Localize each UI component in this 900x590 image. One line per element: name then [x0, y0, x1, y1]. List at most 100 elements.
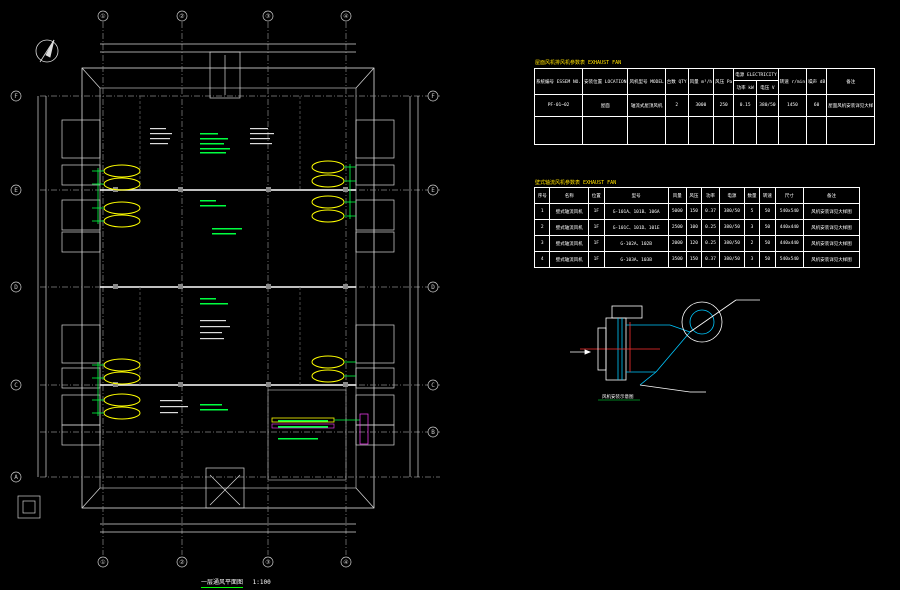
table2-cell: 540x540 — [774, 251, 804, 268]
table2-cell: 4 — [533, 251, 551, 268]
grid-row-f: F — [14, 93, 18, 100]
grid-col-2: ② — [179, 13, 184, 20]
table2-cell: 5000 — [667, 203, 687, 220]
table2-cell: 2 — [743, 235, 761, 252]
grid-row-f-right: F — [431, 93, 435, 100]
table2-header-cell: 风量 — [667, 187, 687, 204]
table2-cell: 3 — [743, 219, 761, 236]
fan-install-detail — [570, 299, 760, 401]
table1-cell: 轴流式屋顶风机 — [627, 94, 666, 117]
grid-row-a: A — [14, 474, 18, 481]
table2-cell: 3 — [533, 235, 551, 252]
table2-cell: G-101A、101B、106A — [603, 203, 669, 220]
table1-header-cell: 转速 r/min — [777, 68, 808, 95]
grid-row-d: D — [14, 284, 18, 291]
table2-cell: 2000 — [667, 235, 687, 252]
grid-col-2-bottom: ② — [179, 559, 184, 566]
exhaust-fan-table2-title: 壁式轴流风机参数表 EXHAUST FAN — [535, 180, 617, 186]
table2-header-cell: 电源 — [718, 187, 745, 204]
table2-header-cell: 风压 — [685, 187, 703, 204]
table2-cell: 1F — [588, 251, 605, 268]
table2-header-cell: 转速 — [759, 187, 776, 204]
table1-header-cell: 安装位置 LOCATION — [582, 68, 629, 95]
room-notes-white — [150, 128, 274, 414]
table1-header-group: 电源 ELECTRICITY — [733, 68, 779, 81]
table2-cell: 50 — [759, 251, 776, 268]
floor-plan — [37, 22, 440, 555]
table1-cell: 0.15 — [733, 94, 758, 117]
table2-header-cell: 数量 — [743, 187, 761, 204]
table2-cell: 风机安装详见大样图 — [802, 219, 861, 236]
table2-cell: 0.25 — [701, 219, 720, 236]
grid-col-4: ④ — [343, 13, 348, 20]
supply-duct — [271, 413, 369, 445]
grid-col-1: ① — [100, 13, 105, 20]
table2-header-cell: 备注 — [802, 187, 861, 204]
table2-cell: 1F — [588, 219, 605, 236]
legend-symbol-icon — [17, 495, 41, 519]
table2-header-cell: 尺寸 — [774, 187, 804, 204]
grid-row-c-right: C — [431, 382, 435, 389]
north-arrow-icon — [35, 39, 59, 63]
table1-cell: PF-01~02 — [533, 94, 584, 117]
table2-cell: 风机安装详见大样图 — [802, 251, 861, 268]
grid-col-3: ③ — [265, 13, 270, 20]
plan-title: 一层通风平面图 1:100 — [201, 577, 271, 588]
table2-cell: 0.37 — [701, 251, 720, 268]
grid-row-d-right: D — [431, 284, 435, 291]
table1-cell: 屋面 — [582, 94, 629, 117]
table1-cell: 1450 — [777, 94, 808, 117]
table2-cell: G-101C、101D、101E — [603, 219, 669, 236]
table1-header-cell: 台数 QTY — [664, 68, 689, 95]
fan-leaders — [92, 164, 356, 416]
table2-cell: 风机安装详见大样图 — [802, 235, 861, 252]
table2-cell: 120 — [685, 235, 703, 252]
table2-cell: 5 — [743, 203, 761, 220]
table1-cell: 250 — [713, 94, 735, 117]
table1-cell: 380/50 — [756, 94, 779, 117]
table2-cell: 0.37 — [701, 203, 720, 220]
table2-cell: 风机安装详见大样图 — [802, 203, 861, 220]
grid-row-e: E — [14, 187, 18, 194]
table2-cell: 380/50 — [718, 203, 745, 220]
plan-title-text: 一层通风平面图 — [201, 579, 244, 588]
table2-cell: 1F — [588, 235, 605, 252]
table2-cell: 3 — [743, 251, 761, 268]
grid-col-3-bottom: ③ — [265, 559, 270, 566]
table2-cell: 2500 — [667, 219, 687, 236]
table2-cell: G-102A、102B — [603, 235, 669, 252]
grid-bubbles — [10, 10, 439, 568]
table2-cell: 0.25 — [701, 235, 720, 252]
table1-cell: 屋面风机安装详见大样 — [826, 94, 876, 117]
table2-header-cell: 型号 — [603, 187, 669, 204]
table2-cell: 1F — [588, 203, 605, 220]
grid-row-e-right: E — [431, 187, 435, 194]
exhaust-fan-table2[interactable]: 序号 名称 位置 型号 风量 风压 功率 电源 数量 转速 尺寸 备注 1 壁式… — [533, 187, 861, 268]
table-row: 3 壁式轴流风机 1F G-102A、102B 2000 120 0.25 38… — [533, 235, 861, 252]
table2-cell: 壁式轴流风机 — [549, 219, 590, 236]
table2-cell: 50 — [759, 203, 776, 220]
table1-header-cell: 功率 kW — [733, 80, 758, 95]
table2-cell: 壁式轴流风机 — [549, 203, 590, 220]
table2-cell: 3500 — [667, 251, 687, 268]
table2-cell: 壁式轴流风机 — [549, 235, 590, 252]
table2-header-cell: 功率 — [701, 187, 720, 204]
table2-cell: 150 — [685, 203, 703, 220]
table-row: 1 壁式轴流风机 1F G-101A、101B、106A 5000 150 0.… — [533, 203, 861, 220]
table-row: 2 壁式轴流风机 1F G-101C、101D、101E 2500 100 0.… — [533, 219, 861, 236]
exhaust-fan-table-title: 屋面风机排风机参数表 EXHAUST FAN — [535, 60, 622, 66]
grid-row-c: C — [14, 382, 18, 389]
table1-header-cell: 噪声 dB — [806, 68, 828, 95]
exhaust-fan-table[interactable]: 系统编号 ESSEM NO. 安装位置 LOCATION 风机型号 MODEL … — [533, 68, 876, 145]
grid-bubble-labels: ① ② ③ ④ ① ② ③ ④ F E D C A F E D C B — [14, 13, 435, 566]
table1-header-cell: 风压 Pa — [713, 68, 735, 95]
grid-row-b-right: B — [431, 429, 435, 436]
table2-cell: 100 — [685, 219, 703, 236]
grid-col-4-bottom: ④ — [343, 559, 348, 566]
table2-cell: 380/50 — [718, 251, 745, 268]
table1-cell: 2 — [664, 94, 689, 117]
table-row: 4 壁式轴流风机 1F G-103A、103B 3500 150 0.37 38… — [533, 251, 861, 268]
table2-cell: 440x440 — [774, 235, 804, 252]
room-annotations — [200, 133, 328, 440]
